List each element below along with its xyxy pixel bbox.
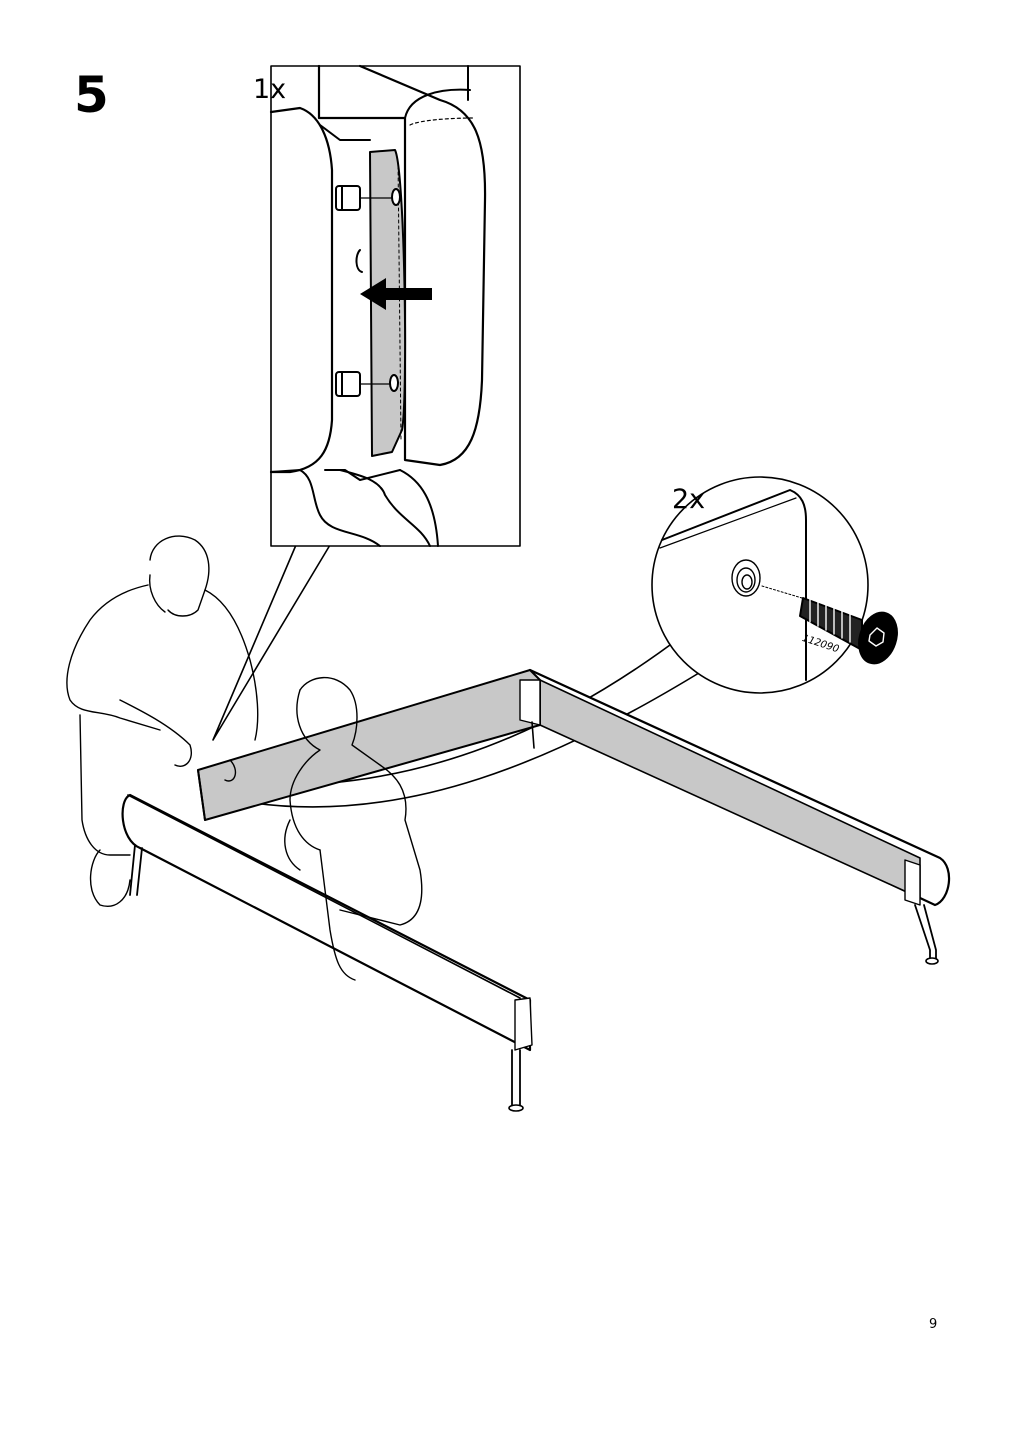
person-woman (284, 676, 423, 981)
callout-pointer-top (212, 544, 331, 741)
bolt-icon (799, 595, 898, 665)
foot-rail (121, 793, 533, 1112)
pin-lower (335, 371, 399, 397)
detail-circle-screw (651, 476, 898, 694)
pin-upper (335, 185, 401, 211)
detail-box-top (269, 64, 521, 547)
arrow-left-icon (360, 278, 432, 310)
person-man (66, 535, 259, 907)
screw-hole (731, 559, 761, 597)
side-rail (528, 668, 951, 965)
page-number: 9 (929, 1317, 938, 1332)
head-rail (197, 669, 541, 821)
step-number: 5 (74, 66, 109, 124)
quantity-label-top: 1x (253, 74, 287, 105)
quantity-label-screw: 2x (672, 484, 706, 515)
